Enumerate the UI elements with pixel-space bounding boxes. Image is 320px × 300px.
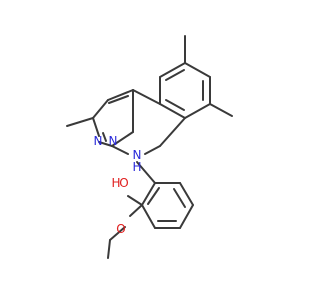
bond: [102, 132, 107, 142]
bond: [144, 145, 161, 155]
bond: [165, 99, 185, 111]
bond: [147, 187, 160, 205]
bond: [179, 182, 194, 206]
bond: [111, 131, 134, 147]
bond: [179, 204, 194, 229]
bond: [109, 226, 126, 241]
bond: [108, 95, 129, 104]
nh-nitrogen-label: N: [133, 148, 142, 162]
bond: [159, 117, 186, 147]
bond: [209, 103, 233, 117]
hydroxyl-oxygen-label: O: [119, 176, 128, 190]
nh-hydrogen-label: H: [132, 160, 141, 174]
bond: [141, 204, 156, 229]
bond: [136, 161, 156, 184]
bond: [159, 62, 186, 78]
pyrazole-nitrogen-left-label: N: [94, 134, 103, 148]
bond: [129, 204, 143, 217]
bond: [132, 89, 161, 105]
bond: [98, 141, 113, 147]
pyrazole-nitrogen-right-label: N: [109, 134, 118, 148]
bond: [92, 99, 109, 119]
bonds: [66, 35, 233, 259]
bond: [127, 195, 143, 206]
bond: [159, 103, 186, 119]
bond: [107, 89, 134, 101]
methoxy-oxygen-label: O: [116, 222, 125, 236]
bond: [107, 239, 111, 259]
bond: [66, 117, 94, 127]
bond: [92, 117, 100, 137]
hydroxyl-hydrogen-label: H: [111, 176, 120, 190]
atom-labels: N H N N H O O: [94, 134, 142, 236]
bond: [184, 103, 211, 119]
bond: [141, 182, 156, 206]
bond: [184, 62, 211, 78]
bond: [173, 188, 186, 208]
molecule-structure: N H N N H O O: [66, 35, 233, 259]
molecule-canvas: N H N N H O O: [66, 35, 233, 259]
bond: [165, 69, 185, 81]
bond: [111, 145, 129, 155]
